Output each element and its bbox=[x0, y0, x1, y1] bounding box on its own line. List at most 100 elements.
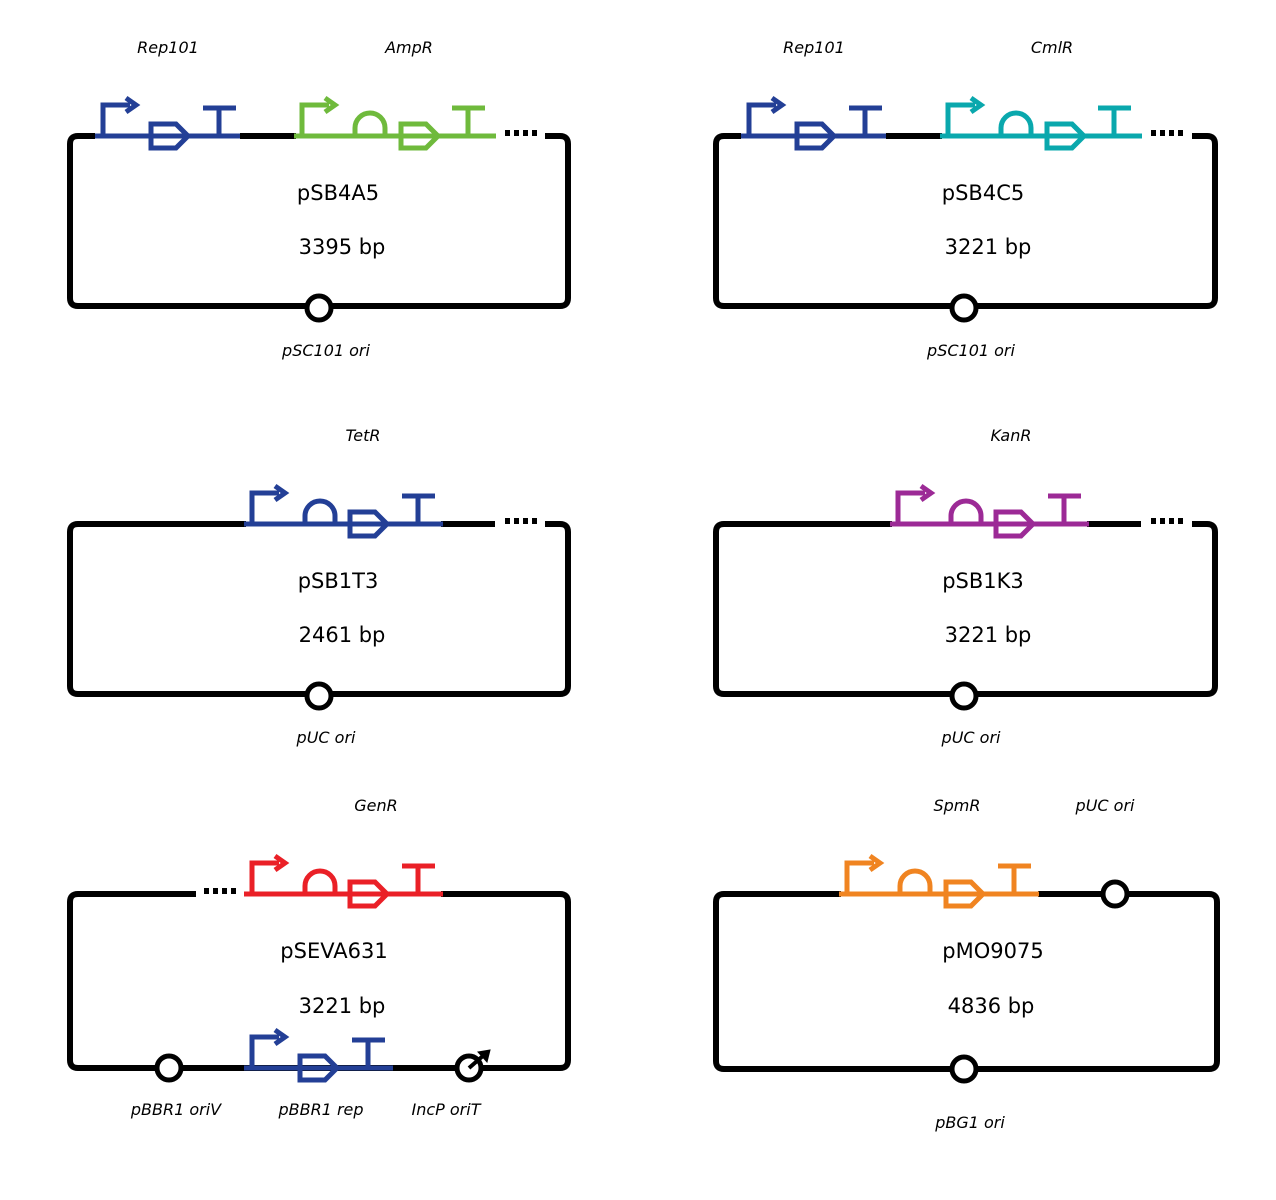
cassette-pbbr1-rep: pBBR1 rep bbox=[244, 1027, 393, 1119]
cds-glyph bbox=[148, 121, 192, 151]
promoter-arrowhead bbox=[323, 95, 340, 115]
terminator-glyph bbox=[452, 105, 485, 136]
backbone-line bbox=[713, 133, 1218, 309]
terminator-glyph bbox=[998, 863, 1031, 894]
cds-glyph bbox=[297, 1053, 341, 1083]
plasmid-name: pMO9075 bbox=[942, 939, 1043, 963]
feature-label-psc101-ori: pSC101 ori bbox=[926, 341, 1015, 360]
plasmid-size: 3221 bp bbox=[945, 235, 1032, 259]
cds-glyph bbox=[398, 121, 442, 151]
feature-label-tetr: TetR bbox=[345, 426, 380, 445]
origin-glyph bbox=[304, 681, 334, 711]
cassette-genr: GenR bbox=[244, 796, 443, 909]
plasmid-size: 3221 bp bbox=[299, 994, 386, 1018]
feature-label-genr: GenR bbox=[354, 796, 398, 815]
plasmid-panel-psb1k3: KanR pUC ori pSB1K3 3221 bp bbox=[713, 426, 1218, 747]
cassette-tetr: TetR bbox=[244, 426, 443, 539]
rbs-glyph bbox=[897, 868, 933, 894]
rbs-glyph bbox=[948, 498, 984, 524]
feature-label-kanr: KanR bbox=[991, 426, 1032, 445]
terminator-glyph bbox=[402, 493, 435, 524]
backbone-line bbox=[67, 133, 571, 309]
feature-label-ampr: AmpR bbox=[384, 38, 433, 57]
promoter-glyph bbox=[895, 490, 925, 524]
plasmid-size: 4836 bp bbox=[948, 994, 1035, 1018]
terminator-glyph bbox=[203, 105, 236, 136]
rbs-glyph bbox=[998, 110, 1034, 136]
plasmid-panel-psb4c5: Rep101 CmlR pSC101 ori pSB4C5 3221 bp bbox=[713, 38, 1218, 360]
plasmid-name: pSEVA631 bbox=[280, 939, 387, 963]
promoter-glyph bbox=[844, 860, 874, 894]
origin-glyph-top bbox=[1100, 879, 1130, 909]
plasmid-name: pSB1T3 bbox=[298, 569, 379, 593]
origin-glyph bbox=[154, 1053, 184, 1083]
backbone-line bbox=[67, 891, 571, 1071]
cds-glyph bbox=[1044, 121, 1088, 151]
terminator-glyph bbox=[352, 1037, 385, 1068]
plasmid-panel-pmo9075: SpmR pUC ori pBG1 ori pMO9075 4836 bp bbox=[713, 796, 1220, 1132]
promoter-arrowhead bbox=[919, 483, 936, 503]
cassette-rep101: Rep101 bbox=[95, 38, 240, 151]
backbone-line bbox=[713, 891, 1220, 1072]
plasmid-size: 2461 bp bbox=[299, 623, 386, 647]
terminator-glyph bbox=[1098, 105, 1131, 136]
plasmid-name: pSB4A5 bbox=[297, 181, 379, 205]
plasmid-panel-psb1t3: TetR pUC ori pSB1T3 2461 bp bbox=[67, 426, 571, 747]
rbs-glyph bbox=[302, 498, 338, 524]
origin-glyph bbox=[304, 293, 334, 323]
feature-label-incp-orit: IncP oriT bbox=[412, 1100, 482, 1119]
feature-label-psc101-ori: pSC101 ori bbox=[281, 341, 370, 360]
promoter-arrowhead bbox=[868, 853, 885, 873]
origin-glyph bbox=[949, 681, 979, 711]
cassette-cmlr: CmlR bbox=[940, 38, 1142, 151]
promoter-arrowhead bbox=[124, 95, 141, 115]
terminator-glyph bbox=[849, 105, 882, 136]
promoter-glyph bbox=[945, 102, 975, 136]
cassette-spmr: SpmR bbox=[839, 796, 1039, 909]
origin-glyph bbox=[949, 1054, 979, 1084]
feature-label-pbbr1-rep: pBBR1 rep bbox=[277, 1100, 363, 1119]
promoter-glyph bbox=[746, 102, 776, 136]
backbone-line bbox=[713, 521, 1218, 697]
cds-glyph bbox=[943, 879, 987, 909]
rbs-glyph bbox=[352, 110, 388, 136]
cds-glyph bbox=[347, 509, 391, 539]
cds-glyph bbox=[347, 879, 391, 909]
origin-of-transfer-glyph bbox=[454, 1049, 491, 1083]
promoter-arrowhead bbox=[273, 1027, 290, 1047]
feature-label-rep101: Rep101 bbox=[783, 38, 845, 57]
cassette-ampr: AmpR bbox=[294, 38, 496, 151]
promoter-glyph bbox=[249, 860, 279, 894]
cds-glyph bbox=[794, 121, 838, 151]
plasmid-size: 3395 bp bbox=[299, 235, 386, 259]
feature-label-spmr: SpmR bbox=[933, 796, 980, 815]
terminator-glyph bbox=[402, 863, 435, 894]
cassette-rep101: Rep101 bbox=[741, 38, 886, 151]
plasmid-panel-pseva631: GenR pBBR1 rep pBBR1 oriV IncP oriT pSEV… bbox=[67, 796, 571, 1119]
origin-glyph bbox=[949, 293, 979, 323]
rbs-glyph bbox=[302, 868, 338, 894]
feature-label-puc-ori: pUC ori bbox=[1075, 796, 1135, 815]
promoter-glyph bbox=[249, 1034, 279, 1068]
promoter-arrowhead bbox=[273, 483, 290, 503]
feature-label-pbbr1-oriv: pBBR1 oriV bbox=[130, 1100, 222, 1119]
promoter-glyph bbox=[100, 102, 130, 136]
feature-label-puc-ori: pUC ori bbox=[296, 728, 356, 747]
promoter-arrowhead bbox=[969, 95, 986, 115]
terminator-glyph bbox=[1048, 493, 1081, 524]
backbone-line bbox=[67, 521, 571, 697]
feature-label-cmlr: CmlR bbox=[1031, 38, 1073, 57]
promoter-glyph bbox=[249, 490, 279, 524]
cds-glyph bbox=[993, 509, 1037, 539]
promoter-arrowhead bbox=[770, 95, 787, 115]
plasmid-panel-psb4a5: Rep101 AmpR pSC101 ori pSB4A5 3395 bp bbox=[67, 38, 571, 360]
feature-label-puc-ori: pUC ori bbox=[941, 728, 1001, 747]
plasmid-name: pSB4C5 bbox=[942, 181, 1024, 205]
cassette-kanr: KanR bbox=[890, 426, 1089, 539]
feature-label-pbg1-ori: pBG1 ori bbox=[934, 1113, 1005, 1132]
plasmid-size: 3221 bp bbox=[945, 623, 1032, 647]
feature-label-rep101: Rep101 bbox=[137, 38, 199, 57]
plasmid-name: pSB1K3 bbox=[942, 569, 1024, 593]
promoter-arrowhead bbox=[273, 853, 290, 873]
